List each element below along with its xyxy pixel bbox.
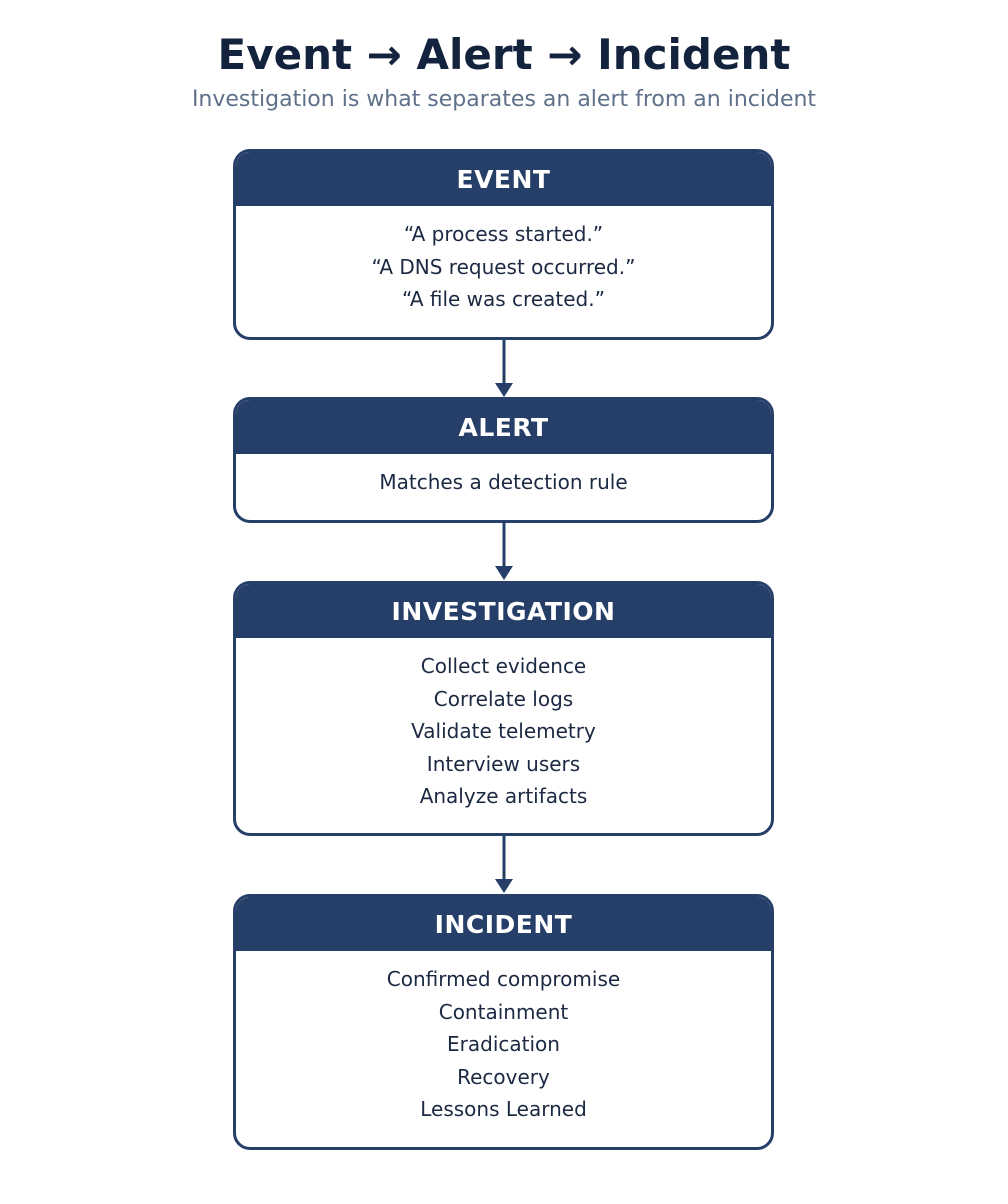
stage-investigation-body: Collect evidence Correlate logs Validate… xyxy=(236,638,771,813)
stage-investigation-line: Analyze artifacts xyxy=(419,784,588,808)
stage-incident-line: Eradication xyxy=(447,1032,560,1056)
stage-incident-line: Lessons Learned xyxy=(420,1097,587,1121)
stage-event-line: “A file was created.” xyxy=(402,287,605,311)
stage-event-line: “A DNS request occurred.” xyxy=(371,254,636,279)
stage-alert-box: ALERT Matches a detection rule xyxy=(233,397,774,523)
stage-investigation-title: INVESTIGATION xyxy=(236,584,771,638)
stage-incident-title: INCIDENT xyxy=(236,897,771,951)
stage-event-line: “A process started.” xyxy=(403,222,604,246)
stage-incident-line: Confirmed compromise xyxy=(386,967,621,991)
stage-alert-body: Matches a detection rule xyxy=(236,454,771,499)
arrow-down-icon xyxy=(495,522,513,581)
stage-incident-line: Recovery xyxy=(457,1064,550,1089)
stage-event-box: EVENT “A process started.” “A DNS reques… xyxy=(233,149,774,340)
stage-incident-box: INCIDENT Confirmed compromise Containmen… xyxy=(233,894,774,1150)
stage-incident-line: Containment xyxy=(438,999,569,1024)
stage-investigation-line: Interview users xyxy=(426,751,581,776)
page-title: Event → Alert → Incident xyxy=(217,30,791,79)
stage-incident-body: Confirmed compromise Containment Eradica… xyxy=(236,951,771,1126)
stage-alert-line: Matches a detection rule xyxy=(379,470,628,494)
stage-investigation-line: Validate telemetry xyxy=(411,719,596,743)
arrow-down-icon xyxy=(495,339,513,398)
stage-investigation-line: Correlate logs xyxy=(433,686,574,711)
stage-investigation-box: INVESTIGATION Collect evidence Correlate… xyxy=(233,581,774,836)
stage-event-body: “A process started.” “A DNS request occu… xyxy=(236,206,771,316)
page-subtitle: Investigation is what separates an alert… xyxy=(191,87,817,112)
stage-event-title: EVENT xyxy=(236,152,771,206)
stage-investigation-line: Collect evidence xyxy=(420,654,587,678)
arrow-down-icon xyxy=(495,835,513,894)
stage-alert-title: ALERT xyxy=(236,400,771,454)
